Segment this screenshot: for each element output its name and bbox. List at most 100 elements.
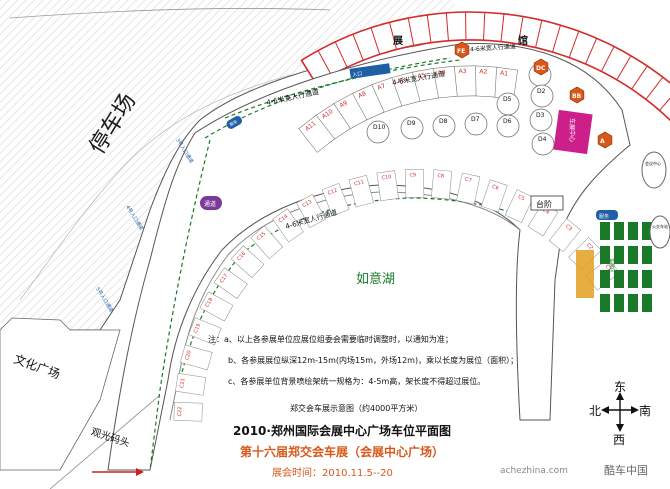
booth-c: C19 [188, 317, 222, 346]
green-parking-slot [628, 246, 638, 264]
booth-c-label: C9 [409, 172, 416, 178]
green-parking-slot [628, 270, 638, 288]
booth-c: C22 [173, 402, 203, 422]
compass-west: 西 [613, 433, 625, 447]
booth-c-box [405, 169, 425, 198]
booth-c: C15 [250, 225, 284, 260]
booth-c-label: C2 [585, 242, 594, 251]
hall-segment [585, 38, 598, 65]
hex-badge [533, 58, 549, 76]
stairs-box [530, 195, 564, 211]
booth-c-box [321, 182, 350, 217]
green-parking-slot [628, 294, 638, 312]
hex-badge [597, 131, 613, 149]
booth-c-label: C7 [464, 177, 472, 184]
booth-a-label: A7 [376, 82, 386, 91]
booth-d-label: D9 [407, 120, 416, 127]
booth-d-label: D2 [537, 88, 546, 95]
pier-arrow-head [136, 468, 144, 476]
hall-segment [500, 13, 505, 42]
booth-c: C5 [504, 189, 534, 223]
hall-segment [552, 25, 561, 53]
booth-c-label: C4 [541, 207, 550, 216]
booth-c-label: C19 [193, 323, 202, 334]
blue-service-chip-right [596, 210, 618, 220]
booth-c-box [199, 291, 234, 322]
compass-arrow-left [601, 406, 609, 414]
blue-bar-label: 入口 [352, 71, 363, 78]
booth-d-label: D6 [503, 118, 512, 125]
booth-c: C16 [230, 245, 265, 279]
booth-a-label: A4 [438, 69, 447, 77]
walkway-left-line [149, 139, 211, 471]
booth-c: C3 [548, 218, 582, 253]
booth-c: C14 [272, 208, 304, 243]
booth-d-label: D7 [471, 116, 480, 123]
green-parking-slot [642, 294, 652, 312]
booth-d [400, 116, 424, 140]
purple-chip [200, 196, 222, 210]
booth-c-label: C3 [564, 224, 573, 233]
booth-c: C17 [213, 267, 248, 299]
booth-c-box [188, 317, 222, 346]
hall-label-2: 馆 [518, 34, 528, 47]
booth-d [496, 114, 520, 138]
compass-arrow-down [616, 424, 624, 432]
booth-d-label: D5 [503, 96, 512, 103]
date-text: 展会时间：2010.11.5--20 [272, 468, 393, 479]
booth-c: C7 [456, 172, 481, 205]
green-parking-grid [576, 222, 652, 312]
green-parking-slot [628, 222, 638, 240]
green-parking-slot [614, 270, 624, 288]
booth-c-box [230, 245, 265, 279]
magenta-label: 车展中心 [568, 118, 576, 142]
green-parking-slot [642, 270, 652, 288]
booth-a-box [298, 114, 336, 153]
booth-a-label: A8 [357, 90, 367, 100]
compass-arrow-right [631, 406, 639, 414]
booth-c-label: C16 [236, 251, 247, 262]
booth-c-box [180, 344, 213, 371]
hall-segment [352, 34, 364, 61]
booth-a-label: A5 [417, 72, 426, 80]
green-parking-slot [614, 222, 624, 240]
exhibition-hall [300, 11, 670, 122]
hall-segment [445, 12, 449, 41]
lake-label: 如意湖 [356, 271, 395, 287]
booth-c-label: C17 [219, 273, 230, 285]
booth-c-box [348, 174, 374, 208]
booth-c-box [431, 169, 453, 200]
hall-segment [568, 31, 580, 58]
booth-a-label: A9 [339, 99, 349, 109]
hall-segment [482, 12, 486, 41]
walkway-top-line [224, 59, 461, 119]
booth-a-label: A3 [459, 68, 467, 75]
booth-c: C18 [199, 291, 234, 322]
hall-segment [631, 65, 648, 90]
booth-c-label: C22 [177, 407, 183, 417]
booth-d-label: D3 [536, 112, 545, 119]
booth-c: C20 [180, 344, 213, 371]
booth-c-label: C18 [204, 297, 214, 309]
green-parking-slot [642, 222, 652, 240]
booth-c-box [480, 179, 508, 213]
booth-c-box [213, 267, 248, 299]
hall-segment [535, 20, 543, 48]
booth-c-box [296, 194, 326, 229]
green-area-label: 车展区 [608, 258, 615, 273]
booth-c-box [548, 218, 582, 253]
purple-chip-label: 通道 [204, 200, 216, 208]
blue-chip-label: 服务 [228, 118, 238, 127]
booth-c: C13 [296, 194, 326, 229]
hex-badge [454, 41, 470, 59]
green-parking-slot [642, 246, 652, 264]
compass-east: 东 [614, 380, 626, 394]
booth-d-label: D4 [538, 136, 547, 143]
green-parking-slot [600, 246, 610, 264]
green-parking-slot [600, 222, 610, 240]
booth-c-label: C5 [517, 194, 526, 202]
note-c: c、各参展单位背景喷绘架统一规格为：4-5m高，架长度不得超过展位。 [228, 377, 486, 386]
